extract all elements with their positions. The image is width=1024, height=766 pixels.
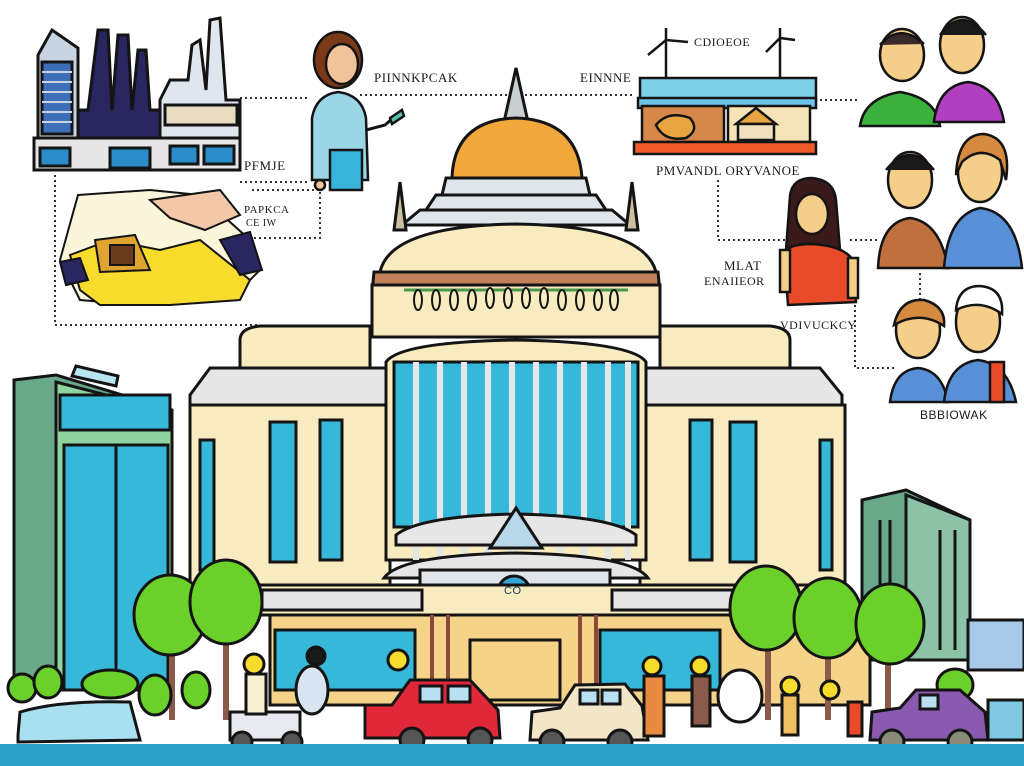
road [0,744,1024,766]
map-caption-line2: CE IW [246,218,277,229]
right-office-tower [860,488,1024,672]
girl-bottom-caption: VDIVUCKCY [780,318,857,332]
factory-icon [32,16,242,172]
port-top-caption: CDIOEOE [694,35,751,49]
map-caption-line1: PAPKCA [244,204,290,216]
factory-caption: PFMJE [244,158,286,173]
girl-icon [778,176,860,307]
businesswoman-icon [310,30,406,192]
left-office-tower [12,364,174,692]
trees [6,558,975,720]
woman-caption: PIINNKPCAK [374,70,458,85]
couple-bottom-icon [888,284,1018,404]
girl-left-caption-line1: MLAT [724,258,762,273]
government-building [188,67,872,707]
map-icon [58,188,264,307]
entrance-emblem-text: CO [504,585,522,597]
people-bottom-caption: BBBIOWAK [920,408,988,422]
port-bottom-caption: PMVANDL ORYVANOE [656,163,800,178]
connector-lines [54,94,921,369]
girl-left-caption-line2: ENAIIEOR [704,274,765,288]
dome-right-caption: EINNNE [580,70,632,85]
couple-middle-icon [876,132,1024,270]
bus-left [16,700,142,744]
couple-top-icon [858,15,1006,128]
port-icon [632,28,818,156]
